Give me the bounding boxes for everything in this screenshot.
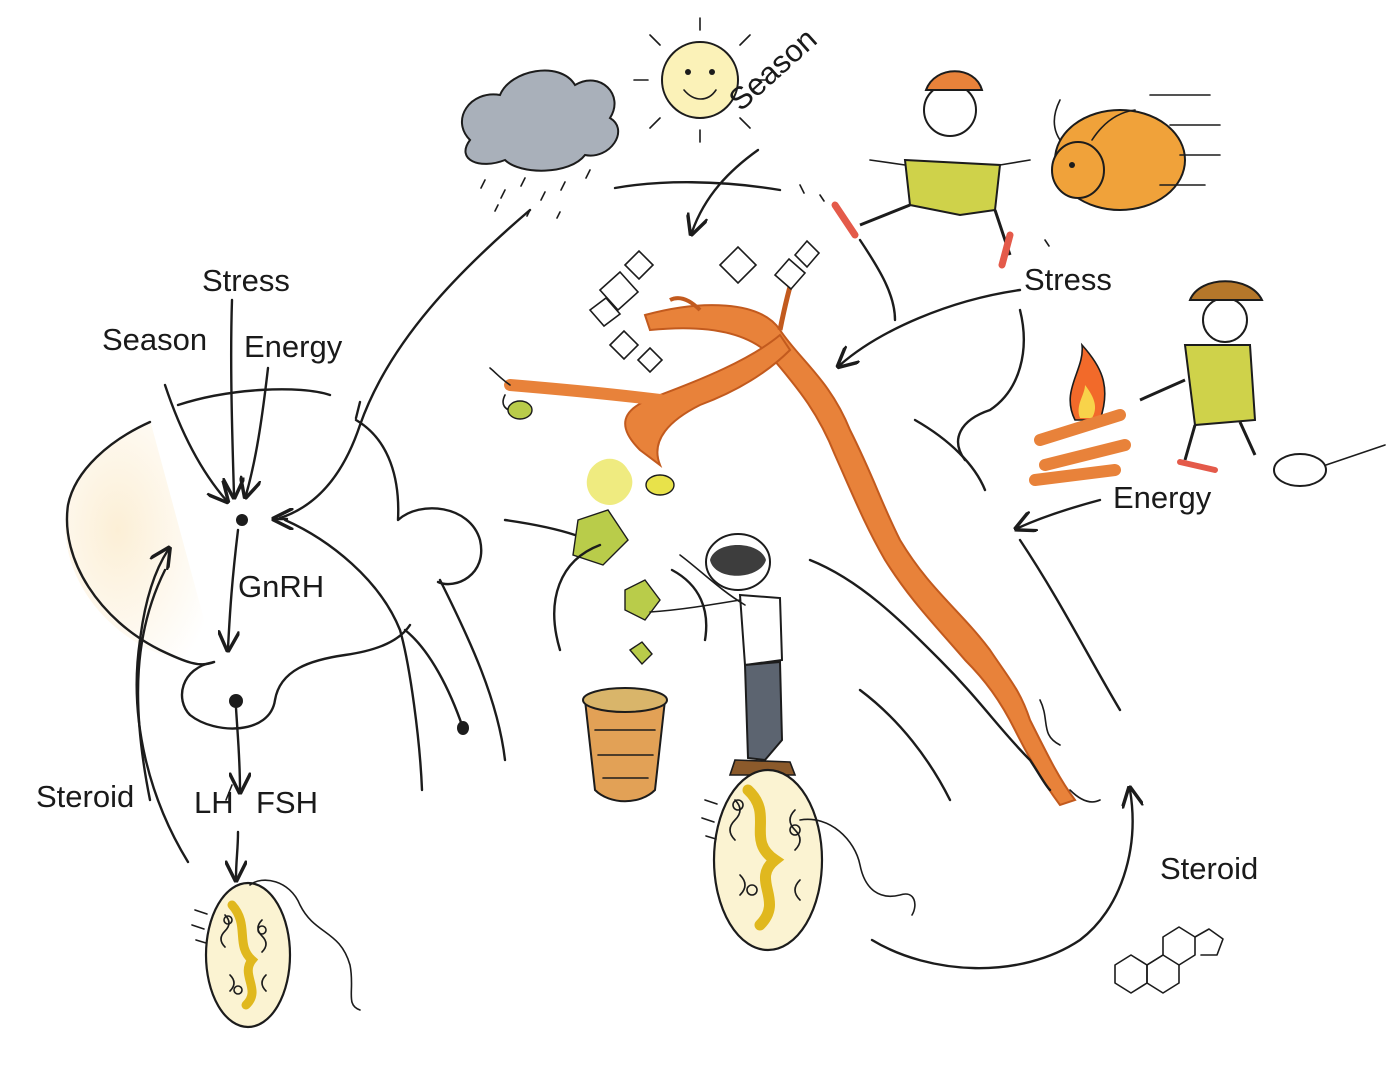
basket (582, 687, 668, 803)
season-top-arrow (692, 148, 760, 232)
label-season-left: Season (102, 322, 208, 357)
energy-arrow (246, 366, 270, 495)
left-connector (503, 518, 577, 537)
gnrh-arrow (228, 528, 238, 648)
steroid-right-arrow (870, 790, 1133, 970)
testis-center (701, 768, 916, 952)
stress-right-arrow (840, 288, 1022, 365)
hypothalamus-node (236, 514, 248, 526)
stress-arrow (231, 298, 234, 495)
lh-fsh-arrow (236, 706, 240, 790)
rain-cloud (460, 69, 620, 219)
frying-pan (1273, 444, 1386, 487)
fleeing-man (831, 70, 1031, 269)
label-stress-left: Stress (202, 263, 290, 298)
man-at-campfire (1139, 280, 1264, 473)
label-fsh: FSH (256, 785, 318, 820)
label-steroid-left: Steroid (36, 779, 135, 814)
label-stress-right: Stress (1024, 262, 1112, 297)
label-gnrh: GnRH (238, 569, 325, 604)
right-arc-upper (956, 308, 1025, 462)
right-arc-top (858, 238, 897, 322)
pituitary-node (229, 694, 243, 708)
top-feedback-arc (278, 208, 532, 520)
harvester (649, 533, 797, 776)
label-energy-right: Energy (1113, 480, 1212, 515)
label-lh: LH (194, 785, 234, 820)
circle-around-harvester (553, 543, 708, 652)
steroid-arrow-inner (135, 550, 190, 864)
label-steroid-right: Steroid (1160, 851, 1259, 886)
label-energy-left: Energy (244, 329, 343, 364)
energy-right-arrow (1018, 498, 1102, 528)
testis-left (191, 879, 361, 1029)
tree-leaves (507, 239, 821, 666)
season-arc (613, 181, 782, 192)
campfire (1029, 342, 1131, 486)
season-arrow (163, 383, 226, 500)
charging-bull (1051, 94, 1221, 211)
brain-outline (65, 388, 507, 792)
steroid-molecule (1114, 926, 1224, 994)
sun (633, 17, 767, 143)
